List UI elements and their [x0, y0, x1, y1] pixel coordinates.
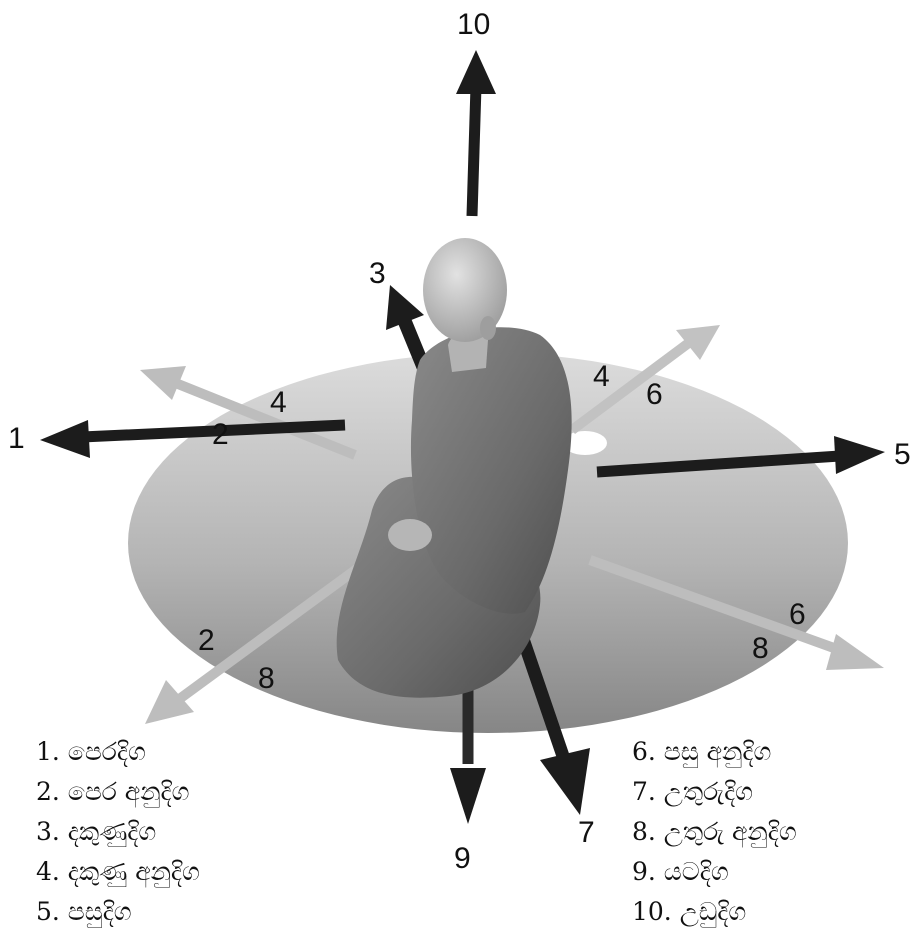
legend-item-3: 3. දකුණුදිග — [36, 812, 200, 852]
legend-item-7: 7. උතුරුදිග — [632, 772, 797, 812]
label-9: 9 — [454, 842, 471, 875]
legend-right: 6. පසු අනුදිග 7. උතුරුදිග 8. උතුරු අනුදි… — [632, 732, 797, 932]
label-6-upper-right: 6 — [646, 378, 663, 411]
legend-item-9: 9. යටදිග — [632, 852, 797, 892]
label-6-lower-right: 6 — [789, 598, 806, 631]
hands — [388, 519, 432, 551]
legend-item-6: 6. පසු අනුදිග — [632, 732, 797, 772]
label-5: 5 — [894, 438, 911, 471]
label-4-upper-right: 4 — [593, 360, 610, 393]
legend-item-1: 1. පෙරදිග — [36, 732, 200, 772]
legend-item-5: 5. පසුදිග — [36, 892, 200, 932]
legend-item-10: 10. උඩුදිග — [632, 892, 797, 932]
arrow-10-up — [456, 50, 496, 216]
label-8-lower-right: 8 — [752, 632, 769, 665]
label-7: 7 — [578, 816, 595, 849]
label-4-upper-left: 4 — [270, 386, 287, 419]
legend-left: 1. පෙරදිග 2. පෙර අනුදිග 3. දකුණුදිග 4. ද… — [36, 732, 200, 932]
label-8-lower-left: 8 — [258, 662, 275, 695]
label-2-upper-left: 2 — [212, 418, 229, 451]
label-3: 3 — [369, 257, 386, 290]
ear — [480, 316, 496, 340]
legend-item-2: 2. පෙර අනුදිග — [36, 772, 200, 812]
label-10: 10 — [457, 8, 490, 41]
label-2-lower-left: 2 — [198, 624, 215, 657]
legend-item-8: 8. උතුරු අනුදිග — [632, 812, 797, 852]
legend-item-4: 4. දකුණු අනුදිග — [36, 852, 200, 892]
label-1: 1 — [8, 422, 25, 455]
